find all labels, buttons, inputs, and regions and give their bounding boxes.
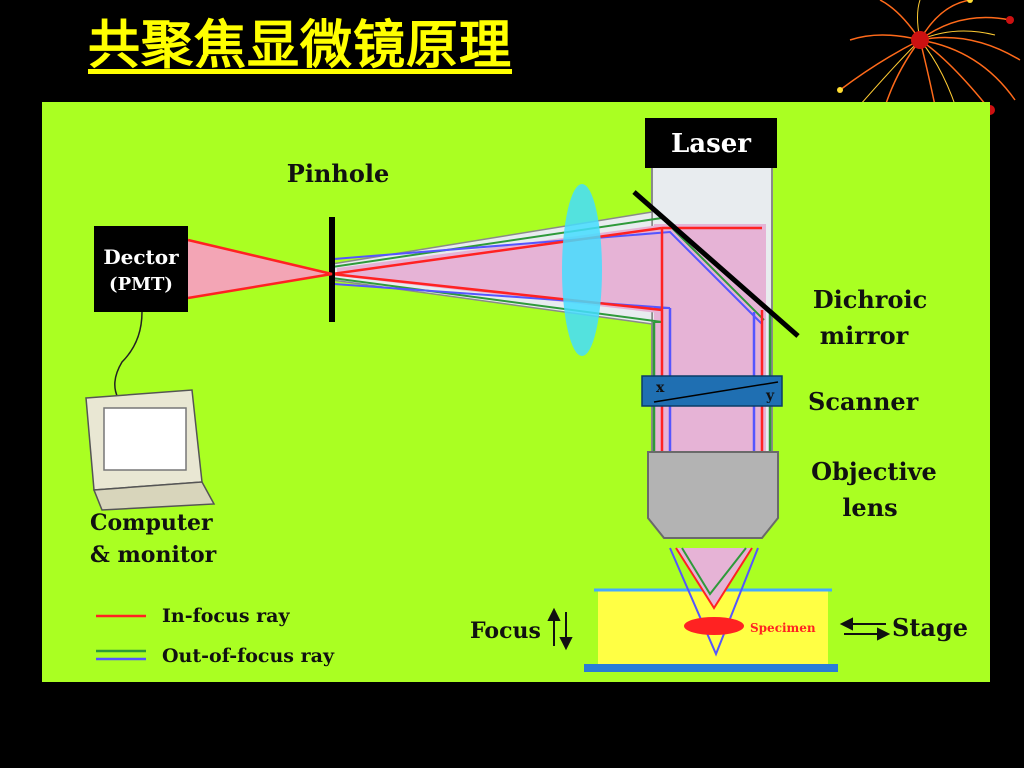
- dichroic-label: Dichroic: [813, 285, 927, 314]
- scanner-y-label: y: [765, 388, 775, 404]
- detector-label: Dector: [103, 245, 179, 269]
- computer-icon: [85, 389, 216, 511]
- dichroic-mirror: [632, 190, 800, 338]
- specimen: [684, 617, 744, 635]
- detector-box: [94, 226, 188, 312]
- collector-lens: [562, 184, 602, 356]
- computer-label: Computer: [90, 510, 213, 536]
- objective-lens: [647, 451, 779, 539]
- page-title: 共聚焦显微镜原理: [88, 16, 513, 76]
- detector-cable: [114, 311, 143, 399]
- stage-label: Stage: [892, 613, 968, 642]
- detector-label-pmt: (PMT): [109, 274, 173, 295]
- stage-arrows-icon: [839, 617, 891, 641]
- laser-label: Laser: [671, 129, 751, 159]
- detector-cone: [188, 240, 332, 298]
- computer-label-monitor: & monitor: [90, 542, 217, 568]
- focus-label: Focus: [470, 618, 541, 644]
- legend-in-focus-label: In-focus ray: [162, 605, 290, 627]
- scanner: [641, 375, 783, 407]
- objective-label-lens: lens: [842, 493, 897, 522]
- confocal-diagram: Laser Pinhole Dector (PMT) Computer & mo…: [42, 102, 990, 682]
- vertical-beam: [654, 224, 766, 454]
- legend-out-focus-label: Out-of-focus ray: [162, 645, 335, 667]
- specimen-label: Specimen: [750, 621, 816, 635]
- dichroic-label-mirror: mirror: [820, 321, 909, 350]
- pinhole-label: Pinhole: [287, 159, 389, 188]
- scanner-x-label: x: [656, 380, 665, 396]
- focus-arrows-icon: [547, 607, 573, 651]
- laser-box: [645, 118, 777, 168]
- firework-ornament-icon: [837, 0, 1021, 133]
- scanner-label: Scanner: [808, 387, 919, 416]
- objective-label: Objective: [811, 457, 937, 486]
